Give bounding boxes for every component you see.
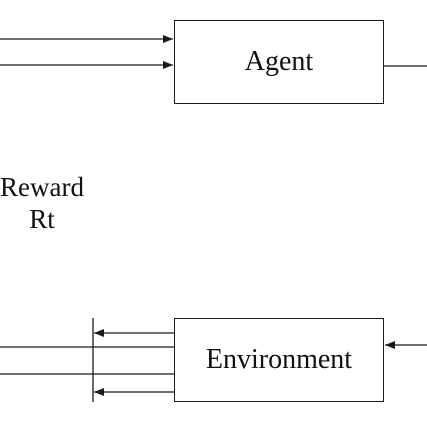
- reward-symbol: Rt: [29, 203, 55, 234]
- agent-box: Agent: [174, 20, 384, 104]
- reward-label: Reward: [0, 172, 84, 202]
- environment-box: Environment: [174, 318, 384, 402]
- reward-annotation: Reward Rt: [0, 172, 102, 236]
- environment-label: Environment: [205, 344, 353, 375]
- agent-label: Agent: [244, 46, 314, 77]
